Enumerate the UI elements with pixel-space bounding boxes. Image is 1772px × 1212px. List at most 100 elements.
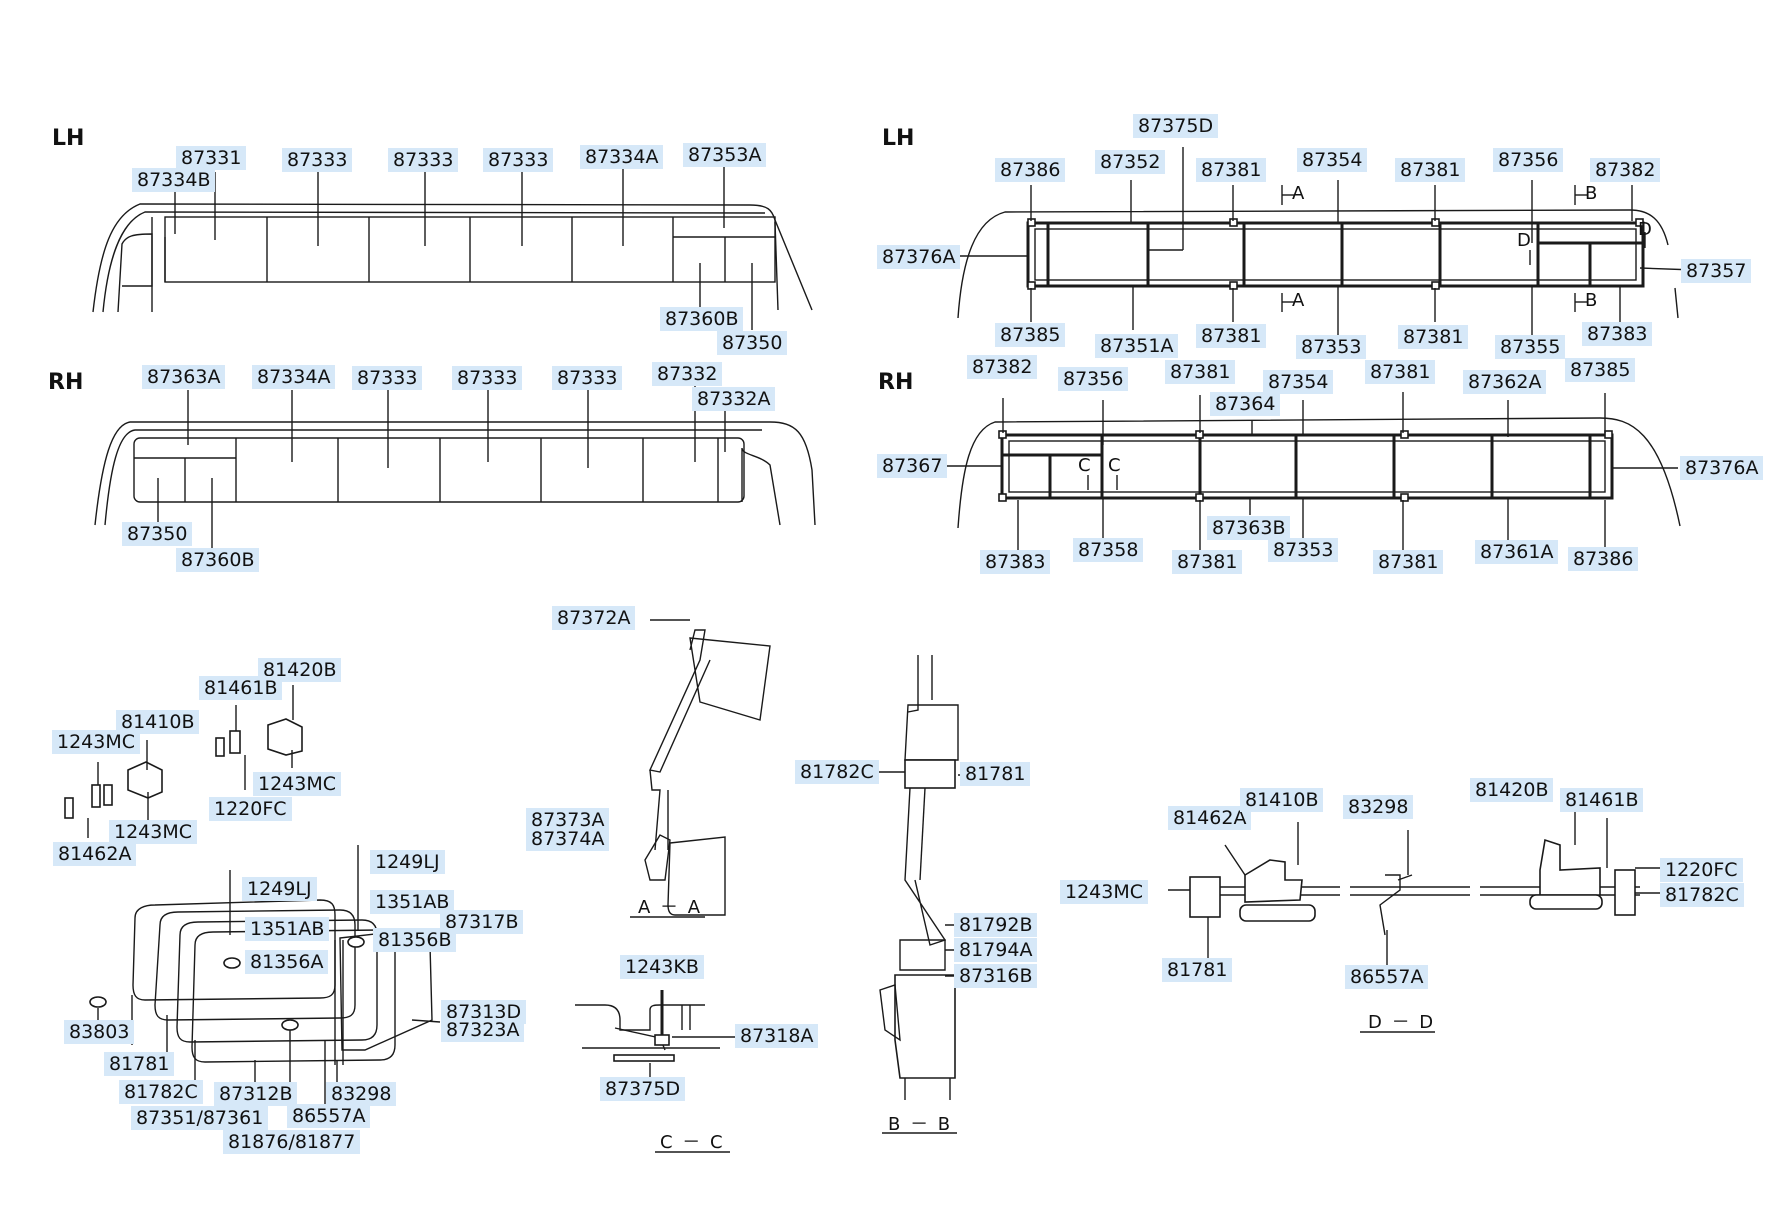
part-label-87356: 87356 <box>1493 148 1564 172</box>
part-label-87376a: 87376A <box>877 245 961 269</box>
part-label-87317b: 87317B <box>440 910 524 934</box>
part-label-87381: 87381 <box>1395 158 1466 182</box>
part-label-87334a: 87334A <box>580 145 664 169</box>
caption-a-a: A － A <box>638 897 703 918</box>
part-label-87381: 87381 <box>1196 158 1267 182</box>
part-label-87386: 87386 <box>995 158 1066 182</box>
part-label-86557a: 86557A <box>1345 965 1429 989</box>
part-label-83298: 83298 <box>1343 795 1414 819</box>
part-label-1351ab: 1351AB <box>370 890 455 914</box>
part-label-87323a: 87323A <box>441 1018 525 1042</box>
part-label-81782c: 81782C <box>119 1080 203 1104</box>
marker-d-left: D <box>1517 230 1533 251</box>
rh-heading-left: RH <box>48 370 84 395</box>
part-label-1249lj: 1249LJ <box>242 877 317 901</box>
lh-left-leaders <box>174 163 753 330</box>
part-label-1243mc: 1243MC <box>1060 880 1149 904</box>
part-label-87333: 87333 <box>483 148 554 172</box>
part-label-87333: 87333 <box>282 148 353 172</box>
part-label-81461b: 81461B <box>1560 788 1644 812</box>
part-label-87333: 87333 <box>388 148 459 172</box>
part-label-87375d: 87375D <box>600 1077 686 1101</box>
part-label-87353a: 87353A <box>683 143 767 167</box>
marker-a-bottom: A <box>1292 290 1307 311</box>
part-label-87385: 87385 <box>995 323 1066 347</box>
part-label-87383: 87383 <box>980 550 1051 574</box>
part-label-87334a: 87334A <box>252 365 336 389</box>
part-label-87362a: 87362A <box>1463 370 1547 394</box>
part-label-87381: 87381 <box>1398 325 1469 349</box>
part-label-87355: 87355 <box>1495 335 1566 359</box>
part-label-81356a: 81356A <box>245 950 329 974</box>
part-label-87361a: 87361A <box>1475 540 1559 564</box>
part-label-83298: 83298 <box>326 1082 397 1106</box>
part-label-87364: 87364 <box>1210 392 1281 416</box>
part-label-81876-81877: 81876/81877 <box>223 1130 361 1154</box>
lh-frame-leaders <box>960 147 1696 335</box>
part-label-81794a: 81794A <box>954 938 1038 962</box>
caption-c-c: C － C <box>660 1132 725 1153</box>
lh-heading-right: LH <box>882 126 915 151</box>
part-label-81792b: 81792B <box>954 913 1038 937</box>
part-label-87331: 87331 <box>176 146 247 170</box>
lh-heading-left: LH <box>52 126 85 151</box>
rh-frame-outline <box>957 417 1681 529</box>
part-label-81462a: 81462A <box>1168 806 1252 830</box>
part-label-87386: 87386 <box>1568 547 1639 571</box>
part-label-87332a: 87332A <box>692 387 776 411</box>
part-label-87318a: 87318A <box>735 1024 819 1048</box>
part-label-87350: 87350 <box>122 522 193 546</box>
part-label-87381: 87381 <box>1373 550 1444 574</box>
part-label-87382: 87382 <box>1590 158 1661 182</box>
part-label-87367: 87367 <box>877 454 948 478</box>
rh-window-strip <box>133 437 745 503</box>
hinge-parts <box>64 685 303 838</box>
section-c-c <box>575 990 745 1092</box>
part-label-87360b: 87360B <box>176 548 260 572</box>
part-label-87351-87361: 87351/87361 <box>131 1106 269 1130</box>
part-label-87382: 87382 <box>967 355 1038 379</box>
part-label-81461b: 81461B <box>199 676 283 700</box>
caption-underlines <box>630 916 1435 1153</box>
part-label-1220fc: 1220FC <box>1660 858 1743 882</box>
part-label-87376a: 87376A <box>1680 456 1764 480</box>
part-label-81410b: 81410B <box>116 710 200 734</box>
part-label-1243kb: 1243KB <box>620 955 704 979</box>
part-label-83803: 83803 <box>64 1020 135 1044</box>
part-label-87354: 87354 <box>1297 148 1368 172</box>
part-label-81782c: 81782C <box>1660 883 1744 907</box>
part-label-87363a: 87363A <box>142 365 226 389</box>
lh-frame-outline <box>957 209 1679 319</box>
part-label-87333: 87333 <box>452 366 523 390</box>
part-label-87383: 87383 <box>1582 322 1653 346</box>
part-label-87353: 87353 <box>1296 335 1367 359</box>
part-label-87356: 87356 <box>1058 367 1129 391</box>
part-label-81356b: 81356B <box>373 928 457 952</box>
part-label-81420b: 81420B <box>1470 778 1554 802</box>
rh-frame-leaders <box>945 392 1678 550</box>
part-label-81410b: 81410B <box>1240 788 1324 812</box>
part-label-87357: 87357 <box>1681 259 1752 283</box>
part-label-87350: 87350 <box>717 331 788 355</box>
part-label-87372a: 87372A <box>552 606 636 630</box>
lh-window-strip <box>164 216 776 283</box>
rh-body-outline <box>94 421 816 526</box>
part-label-87385: 87385 <box>1565 358 1636 382</box>
part-label-81462a: 81462A <box>53 842 137 866</box>
part-label-81782c: 81782C <box>795 760 879 784</box>
caption-d-d: D － D <box>1368 1012 1436 1033</box>
part-label-87351a: 87351A <box>1095 334 1179 358</box>
part-label-87358: 87358 <box>1073 538 1144 562</box>
part-label-1243mc: 1243MC <box>109 820 198 844</box>
part-label-87312b: 87312B <box>214 1082 298 1106</box>
part-label-87354: 87354 <box>1263 370 1334 394</box>
lh-body-outline <box>92 203 813 313</box>
marker-c-left: C <box>1078 455 1093 476</box>
part-label-87333: 87333 <box>352 366 423 390</box>
part-label-1351ab: 1351AB <box>245 917 330 941</box>
part-label-1243mc: 1243MC <box>52 730 141 754</box>
part-label-1220fc: 1220FC <box>209 797 292 821</box>
part-label-87353: 87353 <box>1268 538 1339 562</box>
part-label-87316b: 87316B <box>954 964 1038 988</box>
